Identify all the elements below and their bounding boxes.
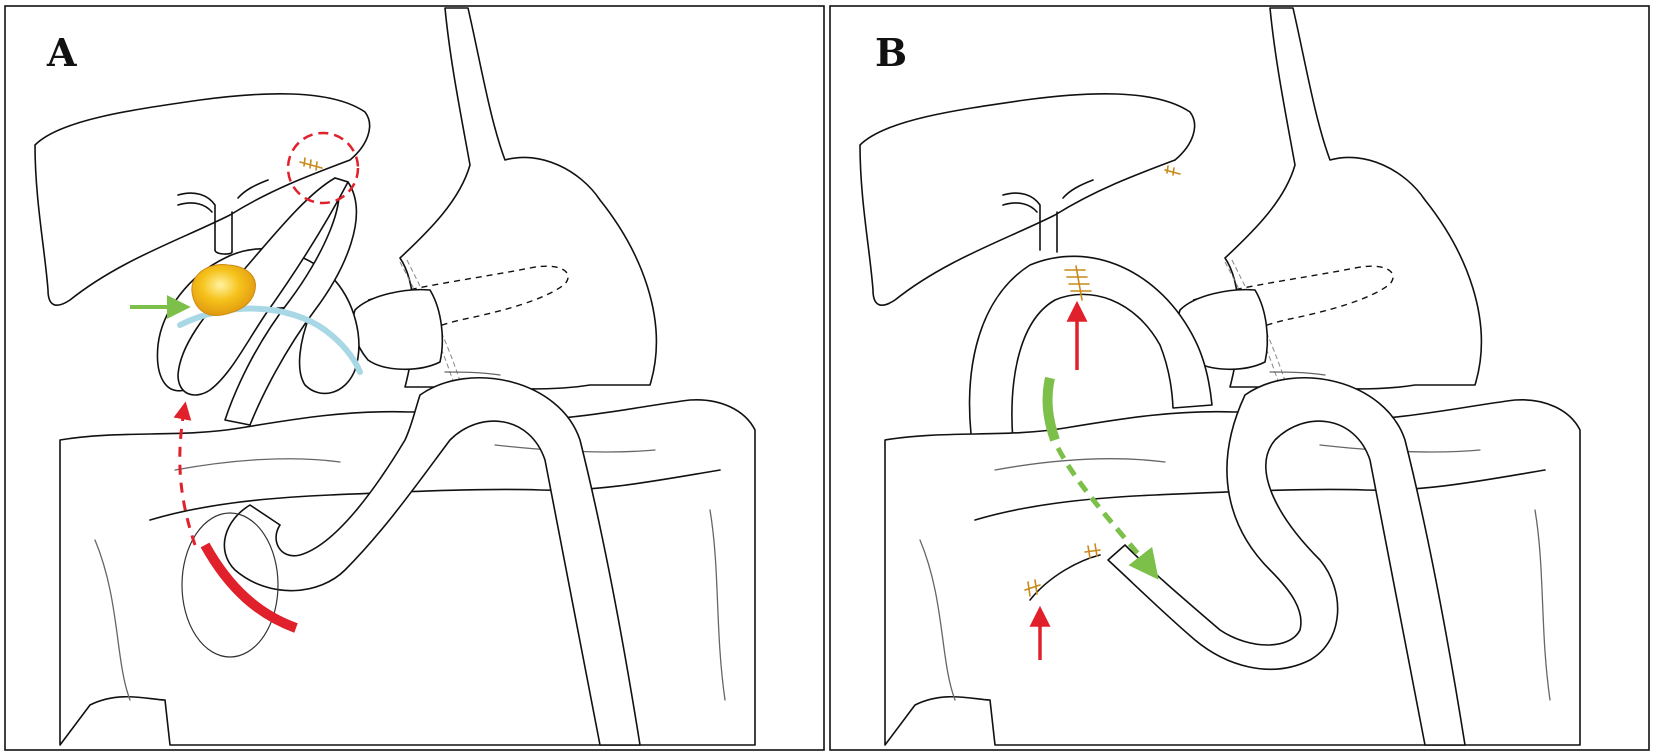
loop-a: [181, 512, 279, 658]
bile-duct-b: [1002, 179, 1094, 253]
liver-a: [34, 93, 371, 306]
stomach-a: [399, 7, 658, 390]
green-arrow-icon-b: [1055, 446, 1159, 580]
panel-b: B: [829, 5, 1650, 751]
stitch-marks-a: [299, 157, 323, 171]
efferent-limb-b: [1107, 376, 1466, 746]
pancreas-head-a: [352, 288, 444, 371]
liver-b: [859, 93, 1196, 306]
panel-a: A: [4, 5, 825, 751]
red-thick-arc-a: [200, 542, 298, 633]
red-dashed-circle-icon: [286, 131, 360, 205]
panel-a-label: A: [46, 30, 77, 75]
bile-duct-a: [177, 179, 269, 253]
stitch-marks-b-bottom: [1024, 543, 1101, 597]
roux-limb-a: [224, 177, 358, 426]
stitch-marks-b-top: [1064, 265, 1092, 301]
yellow-stone-icon: [191, 264, 256, 317]
jejunal-arch-b: [968, 255, 1213, 463]
panel-b-label: B: [875, 30, 907, 75]
efferent-limb-a: [223, 376, 641, 746]
stomach-b: [1224, 7, 1483, 390]
green-thick-arc-b: [1042, 376, 1060, 442]
